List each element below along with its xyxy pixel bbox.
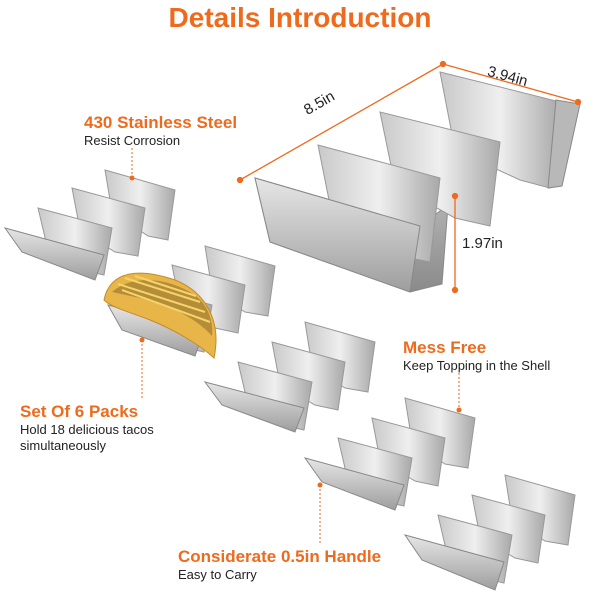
feature-handle-title: Considerate 0.5in Handle (178, 547, 382, 566)
large-taco-holder (254, 71, 581, 293)
feature-packs-desc-line1: Hold 18 delicious tacos (20, 422, 154, 437)
page-title: Details Introduction (168, 2, 432, 33)
feature-handle: Considerate 0.5in Handle Easy to Carry (178, 547, 381, 583)
feature-steel-desc: Resist Corrosion (84, 133, 181, 148)
feature-steel: 430 Stainless Steel Resist Corrosion (84, 113, 237, 149)
holder-bottom-right (403, 474, 576, 591)
feature-mess-desc: Keep Topping in the Shell (403, 358, 551, 373)
feature-handle-desc: Easy to Carry (178, 567, 257, 582)
holder-lower-right (303, 397, 476, 511)
small-holder-with-taco (103, 245, 276, 359)
holder-middle (203, 321, 376, 433)
feature-mess: Mess Free Keep Topping in the Shell (403, 338, 550, 374)
feature-packs-desc-line2: simultaneously (20, 438, 106, 453)
feature-packs: Set Of 6 Packs Hold 18 delicious tacos s… (20, 402, 154, 454)
height-dimension-label: 1.97in (462, 235, 503, 252)
callout-lines (129, 148, 462, 545)
feature-mess-title: Mess Free (403, 338, 487, 357)
small-holder-steel (3, 169, 176, 281)
dimension-lines (236, 60, 582, 294)
feature-steel-title: 430 Stainless Steel (84, 113, 238, 132)
feature-packs-title: Set Of 6 Packs (20, 402, 139, 421)
